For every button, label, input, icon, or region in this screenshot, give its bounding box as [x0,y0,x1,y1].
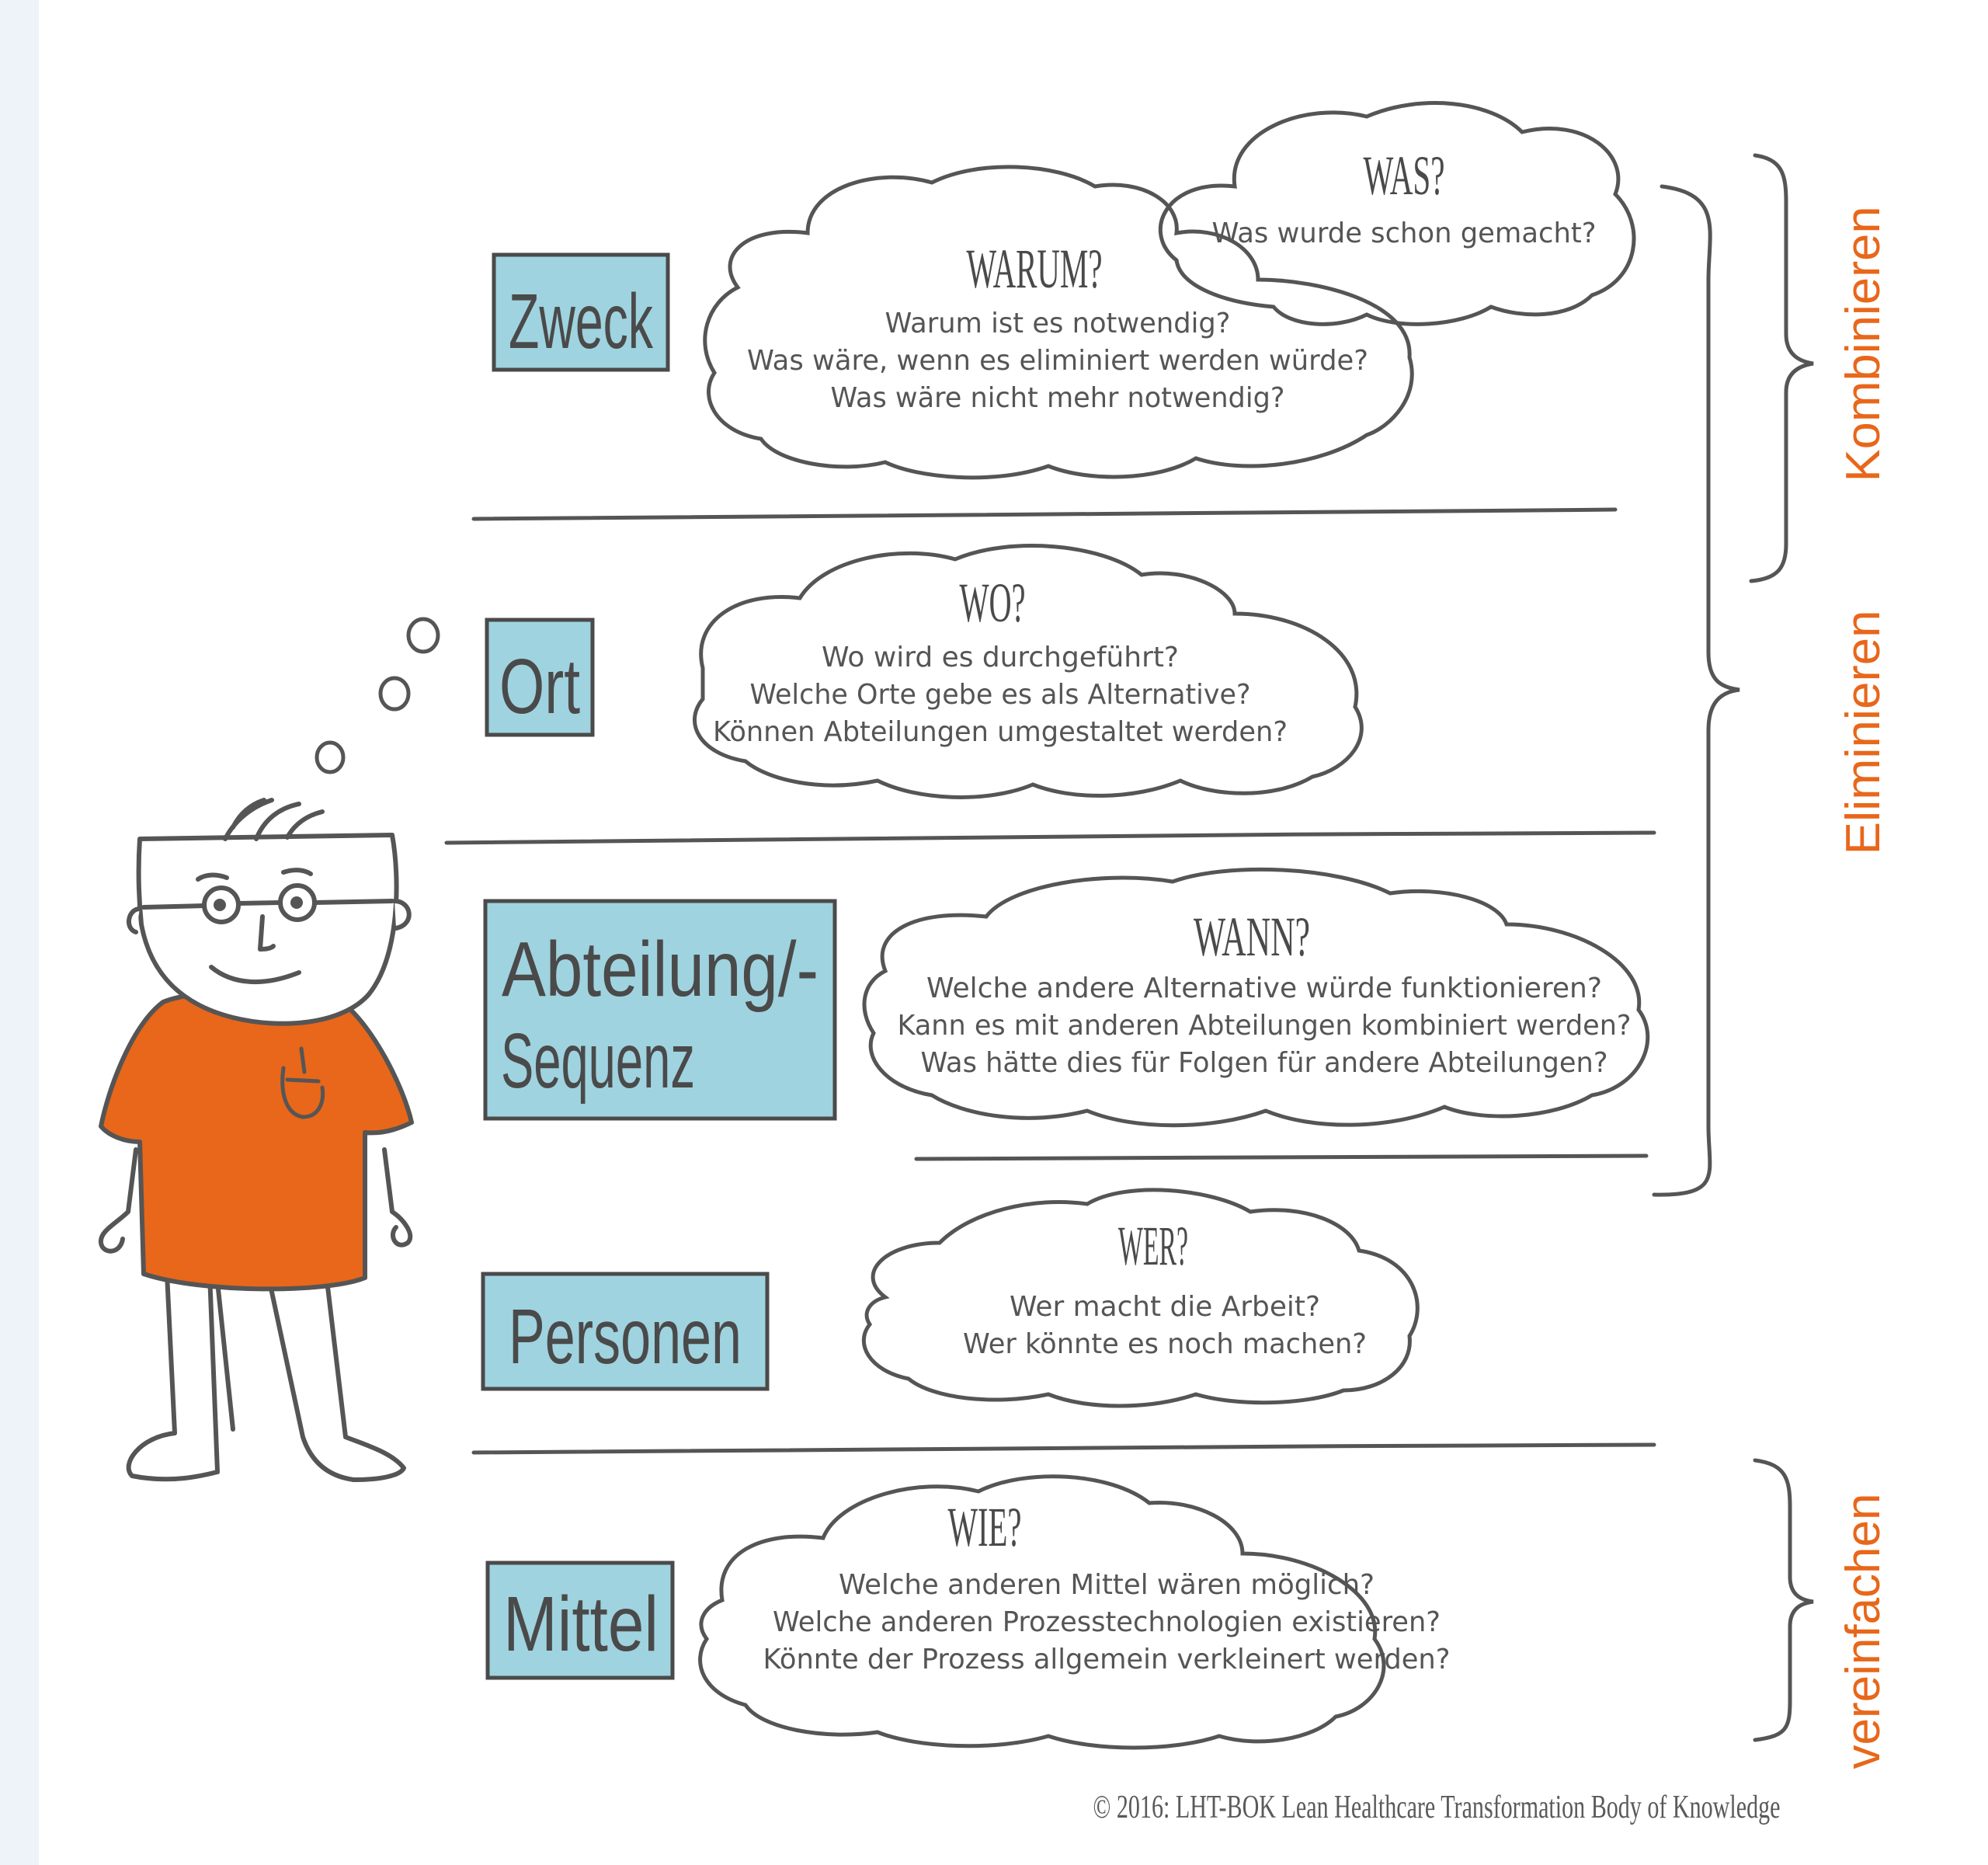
divider-line [914,1153,1649,1161]
thought-bubble [315,740,346,774]
cloud-wer [861,1188,1420,1408]
cloud-line-wer: Wer könnte es noch machen? [963,1328,1367,1360]
shirt-pocket-icon [280,1046,325,1119]
side-label-vereinfachen: vereinfachen [1837,1494,1890,1769]
category-box-personen [481,1272,770,1391]
thought-bubble [406,617,440,654]
cloud-line-was: Was wurde schon gemacht? [1212,217,1597,249]
category-label-personen: Personen [509,1293,742,1380]
cloud-line-warum: Was wäre, wenn es eliminiert werden würd… [747,345,1368,377]
category-box-zweck [492,252,670,372]
cloud-line-wo: Wo wird es durchgeführt? [822,642,1179,673]
cloud-line-wie: Welche anderen Prozesstechnologien exist… [773,1606,1441,1638]
category-label-abteilung: Abteilung/- [502,926,818,1013]
cloud-line-wie: Welche anderen Mittel wären möglich? [839,1569,1375,1601]
cloud-line-wo: Welche Orte gebe es als Alternative? [750,679,1251,711]
figure-shirt [99,988,414,1292]
brace-eliminieren [1652,184,1740,1197]
figure-leg-right [266,1272,406,1482]
category-label-mittel: Mittel [503,1581,659,1668]
eye-right [290,896,303,909]
category-label-zweck: Zweck [509,278,654,365]
divider-line [444,830,1656,845]
figure-leg-center [215,1279,235,1432]
figure-ear-left [127,906,142,934]
figure-arm-right [382,1147,413,1247]
figure-nose [258,914,276,952]
figure-head [136,833,399,1026]
cloud-heading-wann: WANN? [1194,906,1310,968]
cloud-line-wer: Wer macht die Arbeit? [1010,1291,1320,1323]
brace-kombinieren [1749,153,1814,583]
figure-mouth [209,965,301,985]
left-margin-strip [0,0,39,1865]
category-box-abteilung [483,899,837,1121]
category-label-sequenz: Sequenz [501,1018,695,1105]
glasses-bridge [141,899,394,910]
cloud-line-warum: Warum ist es notwendig? [885,308,1231,339]
category-box-mittel [485,1561,675,1680]
cloud-was [1158,101,1636,326]
thinking-figure [98,798,414,1482]
cloud-line-warum: Was wäre nicht mehr notwendig? [831,382,1285,414]
cloud-warum [703,165,1414,480]
divider-line [471,1442,1656,1455]
figure-ear-right [392,899,412,931]
divider-line [471,507,1618,521]
cloud-heading-wo: WO? [960,572,1026,634]
cloud-heading-warum: WARUM? [967,238,1103,300]
side-label-eliminieren: Eliminieren [1837,611,1890,855]
brace-vereinfachen [1753,1458,1814,1742]
cloud-line-wann: Welche andere Alternative würde funktion… [926,973,1602,1004]
eyebrows [196,868,313,882]
cloud-wo [693,544,1364,799]
cloud-heading-wer: WER? [1118,1215,1188,1277]
cloud-wann [862,867,1650,1128]
figure-arm-left [98,1147,138,1254]
eye-left [214,899,226,911]
cloud-line-wo: Können Abteilungen umgestaltet werden? [713,716,1288,748]
side-label-kombinieren: Kombinieren [1837,207,1890,482]
cloud-line-wann: Kann es mit anderen Abteilungen kombinie… [898,1010,1632,1042]
thought-bubble [378,676,411,712]
cloud-heading-was: WAS? [1364,144,1445,207]
cloud-heading-wie: WIE? [948,1496,1022,1558]
cloud-line-wie: Könnte der Prozess allgemein verkleinert… [763,1644,1451,1675]
cloud-line-wann: Was hätte dies für Folgen für andere Abt… [921,1047,1608,1079]
figure-leg-left [126,1272,220,1482]
category-box-ort [485,618,595,737]
cloud-wie [698,1474,1386,1750]
copyright-footer: © 2016: LHT-BOK Lean Healthcare Transfor… [1093,1790,1781,1825]
figure-hair [223,798,325,841]
category-label-ort: Ort [499,643,580,730]
